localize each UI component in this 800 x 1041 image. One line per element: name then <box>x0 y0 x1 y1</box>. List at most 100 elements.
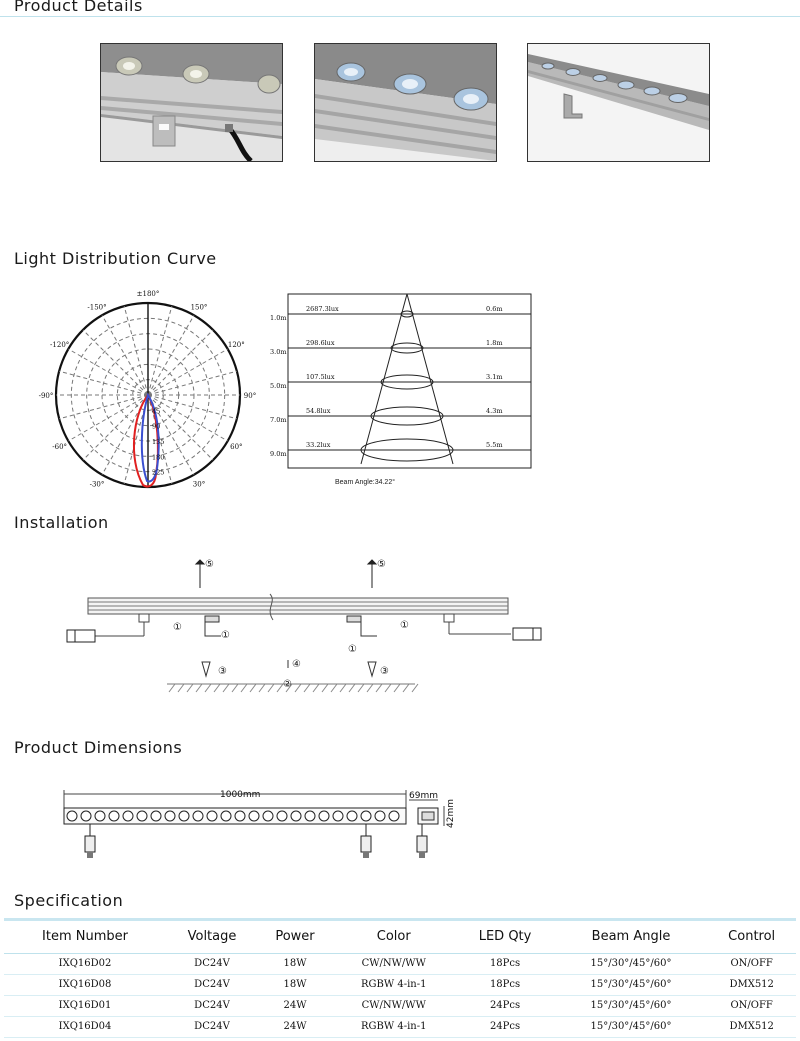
distribution-curve-blue <box>140 392 160 483</box>
spec-cell: DC24V <box>194 958 230 969</box>
header-led-qty: LED Qty <box>478 929 532 944</box>
polar-angle-label: 150° <box>191 304 208 312</box>
beam-distance-label: 7.0m <box>270 416 287 424</box>
led-row <box>66 810 400 822</box>
polar-angle-label: -90° <box>39 392 54 400</box>
spec-cell: IXQ16D01 <box>58 1000 112 1011</box>
polar-radial-label: 225 <box>152 469 164 477</box>
polar-angle-label: 30° <box>193 480 205 488</box>
install-step-label: ① <box>400 620 409 631</box>
beam-angle-label: Beam Angle:34.22° <box>335 478 395 486</box>
beam-distance-label: 5.0m <box>270 382 287 390</box>
polar-distribution-chart: ±180°-150°150°-120°120°-90°90°-60°60°-30… <box>39 290 257 488</box>
spec-cell: DC24V <box>194 1000 230 1011</box>
section-title-details: Product Details <box>14 0 143 15</box>
section-divider <box>0 16 800 17</box>
length-label: 1000mm <box>220 790 260 800</box>
beam-distance-label: 3.0m <box>270 348 287 356</box>
spec-cell: 18W <box>283 958 307 969</box>
product-photo-3 <box>527 43 710 162</box>
spec-cell: DC24V <box>194 979 230 990</box>
install-step-label: ⑤ <box>205 559 214 570</box>
header-item-number: Item Number <box>42 929 128 944</box>
install-step-label: ② <box>283 679 292 690</box>
beam-lux-label: 54.8lux <box>306 407 331 415</box>
beam-diameter-label: 0.6m <box>486 305 503 313</box>
spec-cell: 24Pcs <box>489 1000 521 1011</box>
install-step-label: ③ <box>380 666 389 677</box>
section-title-spec: Specification <box>14 891 124 910</box>
spec-cell: DC24V <box>194 1021 230 1032</box>
spec-cell: DMX512 <box>729 1021 774 1032</box>
spec-cell: 18Pcs <box>489 958 521 969</box>
polar-angle-label: -60° <box>52 443 67 451</box>
width-label: 69mm <box>409 791 438 801</box>
spec-row: IXQ16D02 DC24V 18W CW/NW/WW 18Pcs 15°/30°/45°… <box>4 954 796 975</box>
spec-cell: 24W <box>283 1021 307 1032</box>
spec-cell: IXQ16D08 <box>58 979 112 990</box>
spec-cell: 15°/30°/45°/60° <box>590 1000 672 1011</box>
polar-angle-labels: ±180°-150°150°-120°120°-90°90°-60°60°-30… <box>39 290 257 488</box>
polar-radial-label: 180 <box>152 453 164 461</box>
polar-angle-label: 90° <box>244 392 256 400</box>
section-title-dims: Product Dimensions <box>14 738 183 757</box>
beam-distance-label: 1.0m <box>270 314 287 322</box>
polar-radial-labels: 45 90 135 180 225 <box>152 407 164 476</box>
spec-cell: 18Pcs <box>489 979 521 990</box>
ground-hatch <box>167 683 419 693</box>
spec-cell: 24Pcs <box>489 1021 521 1032</box>
beam-lux-label: 2687.3lux <box>306 305 339 313</box>
polar-radial-label: 90 <box>152 423 160 431</box>
polar-angle-label: 60° <box>230 443 242 451</box>
beam-diameter-label: 3.1m <box>486 373 503 381</box>
spec-cell: RGBW 4-in-1 <box>361 1021 427 1032</box>
spec-cell: 15°/30°/45°/60° <box>590 979 672 990</box>
polar-radial-label: 135 <box>152 438 164 446</box>
spec-cell: 24W <box>283 1000 307 1011</box>
height-label: 42mm <box>446 799 456 828</box>
spec-cell: ON/OFF <box>730 1000 773 1011</box>
polar-angle-label: -120° <box>50 341 69 349</box>
install-step-label: ① <box>348 644 357 655</box>
install-step-label: ③ <box>218 666 227 677</box>
polar-radial-label: 45 <box>152 407 160 415</box>
spec-cell: 18W <box>283 979 307 990</box>
spec-cell: IXQ16D02 <box>58 958 112 969</box>
install-step-label: ① <box>221 630 230 641</box>
dimension-drawing: 1000mm 69mm 42mm <box>63 790 456 858</box>
install-step-label: ① <box>173 622 182 633</box>
spec-header-row: Item Number Voltage Power Color LED Qty … <box>4 919 796 954</box>
spec-cell: CW/NW/WW <box>361 958 426 969</box>
beam-distance-label: 9.0m <box>270 450 287 458</box>
polar-angle-label: -150° <box>87 304 106 312</box>
header-beam-angle: Beam Angle <box>591 929 671 944</box>
spec-cell: IXQ16D04 <box>58 1021 112 1032</box>
beam-lux-label: 107.5lux <box>306 373 335 381</box>
installation-diagram: ⑤ ⑤ ① ① ① ① ③ ④ ③ ② <box>66 559 542 693</box>
spec-row: IXQ16D01 DC24V 24W CW/NW/WW 24Pcs 15°/30°/45°… <box>4 996 796 1017</box>
header-control: Control <box>728 929 776 944</box>
beam-diameter-label: 1.8m <box>486 339 503 347</box>
header-power: Power <box>275 929 315 944</box>
section-title-light: Light Distribution Curve <box>14 249 217 268</box>
spec-cell: ON/OFF <box>730 958 773 969</box>
header-color: Color <box>376 929 411 944</box>
product-photo-1 <box>100 43 283 162</box>
spec-cell: DMX512 <box>729 979 774 990</box>
spec-cell: RGBW 4-in-1 <box>361 979 427 990</box>
spec-cell: CW/NW/WW <box>361 1000 426 1011</box>
polar-angle-label: ±180° <box>137 290 160 298</box>
spec-row: IXQ16D08 DC24V 18W RGBW 4-in-1 18Pcs 15°/30°/… <box>4 975 796 996</box>
specification-table: Item Number Voltage Power Color LED Qty … <box>4 918 796 1038</box>
beam-diameter-label: 5.5m <box>486 441 503 449</box>
product-photo-2 <box>314 43 497 162</box>
beam-diameter-label: 4.3m <box>486 407 503 415</box>
spec-cell: 15°/30°/45°/60° <box>590 958 672 969</box>
polar-angle-label: -30° <box>90 480 105 488</box>
install-step-label: ⑤ <box>377 559 386 570</box>
beam-table-frame <box>287 293 532 469</box>
beam-lux-label: 33.2lux <box>306 441 331 449</box>
